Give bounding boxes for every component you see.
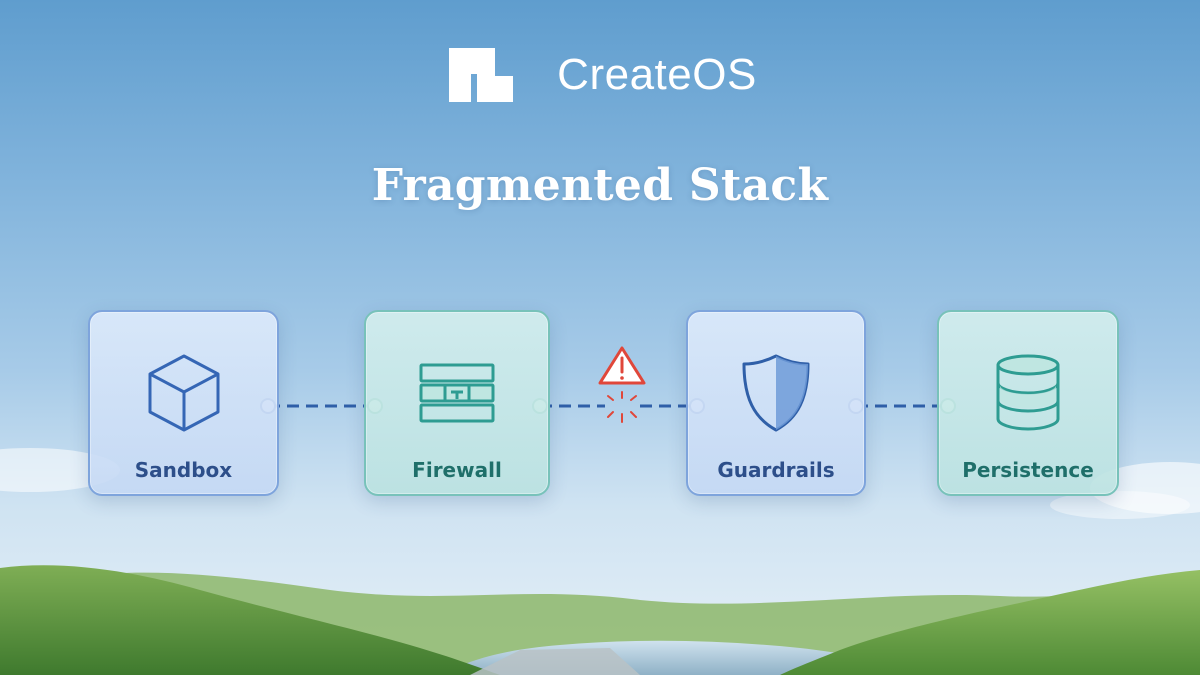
component-card-firewall: Firewall	[364, 310, 550, 496]
component-card-guardrails: Guardrails	[686, 310, 866, 496]
brand-name: CreateOS	[557, 50, 757, 99]
createos-logo-icon	[449, 48, 514, 102]
cloud	[1050, 491, 1190, 519]
component-label: Firewall	[412, 458, 502, 482]
component-label: Guardrails	[717, 458, 835, 482]
component-card-persistence: Persistence	[937, 310, 1119, 496]
firewall-icon	[417, 350, 497, 436]
left-hill	[0, 565, 500, 675]
shield-icon	[738, 350, 814, 436]
component-card-sandbox: Sandbox	[88, 310, 279, 496]
warning-icon	[598, 346, 646, 385]
component-label: Sandbox	[134, 458, 233, 482]
database-icon	[992, 350, 1064, 436]
component-label: Persistence	[962, 458, 1094, 482]
page-title: Fragmented Stack	[371, 160, 829, 211]
cube-icon	[144, 350, 224, 436]
break-spark-icon	[607, 391, 637, 423]
stone-path	[470, 648, 640, 675]
brand-header: CreateOS	[0, 44, 1200, 106]
right-hill	[780, 570, 1200, 675]
